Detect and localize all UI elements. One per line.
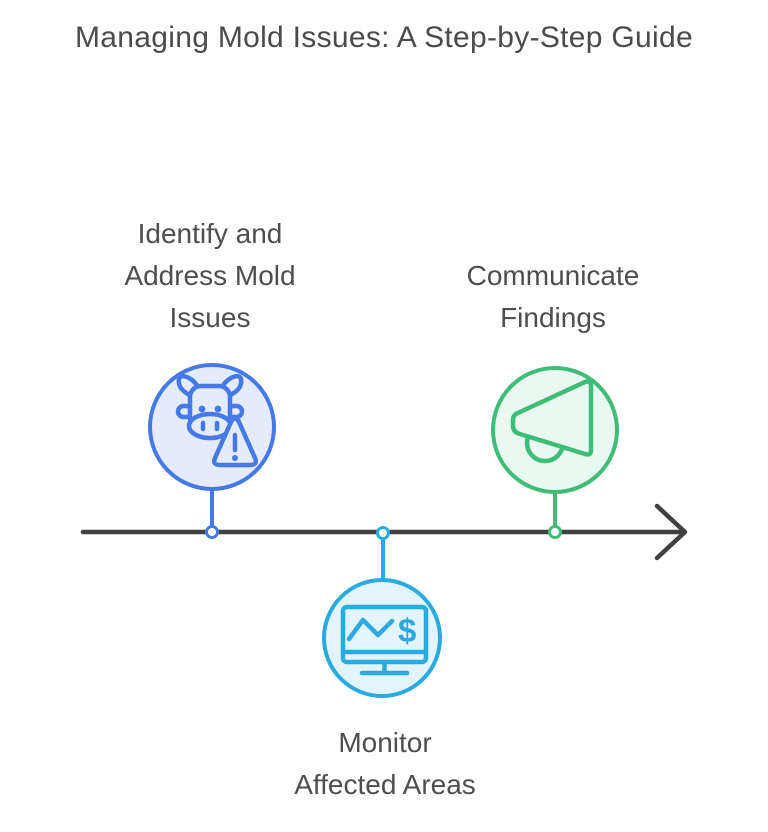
line-chart-icon [346, 617, 395, 642]
monitor-chart-dollar-icon: $ [340, 604, 429, 676]
cow-head-icon [175, 373, 245, 441]
step2-node-dot [376, 526, 390, 540]
arrow-right-icon [654, 503, 688, 561]
cow-warning-icon [175, 373, 259, 468]
megaphone-icon [510, 379, 594, 464]
step2-connector [381, 537, 385, 580]
step3-connector [553, 492, 557, 527]
page-title: Managing Mold Issues: A Step-by-Step Gui… [75, 21, 693, 54]
step1-node-dot [205, 525, 219, 539]
dollar-sign-icon: $ [398, 612, 416, 649]
warning-triangle-icon [211, 416, 259, 468]
step1-label: Identify and Address Mold Issues [124, 218, 296, 333]
megaphone-horn [510, 379, 594, 457]
step3-node-dot [548, 525, 562, 539]
step3-label: Communicate Findings [466, 260, 640, 333]
step2-label: Monitor Affected Areas [294, 727, 476, 800]
step1-connector [210, 489, 214, 527]
